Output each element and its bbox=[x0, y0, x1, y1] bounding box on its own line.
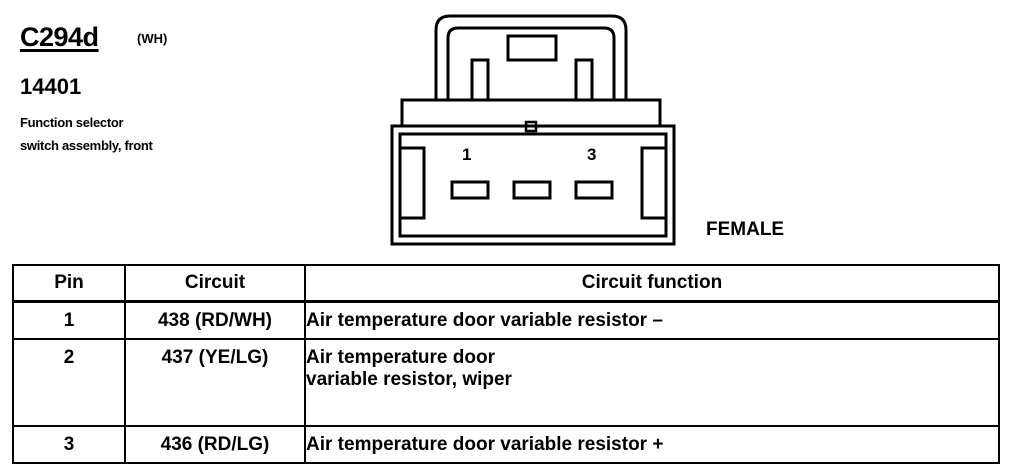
latch-post-left bbox=[470, 58, 490, 100]
connector-id: C294d bbox=[20, 22, 99, 52]
body-shoulder bbox=[400, 98, 662, 126]
header-circuit-function: Circuit function bbox=[304, 264, 1000, 303]
circuit-cell: 436 (RD/LG) bbox=[124, 425, 306, 464]
pin-cell: 1 bbox=[12, 300, 126, 340]
part-number: 14401 bbox=[20, 74, 82, 99]
table-row: 3 436 (RD/LG) Air temperature door varia… bbox=[12, 425, 1000, 464]
pin-cell: 3 bbox=[12, 425, 126, 464]
function-cell: Air temperature door variable resistor – bbox=[304, 300, 1000, 340]
cavity-1 bbox=[450, 180, 490, 200]
function-line: Air temperature door variable resistor + bbox=[306, 434, 664, 455]
rib-right bbox=[640, 146, 668, 220]
latch-inner bbox=[446, 26, 616, 100]
pin-cell: 2 bbox=[12, 338, 126, 427]
connector-color: (WH) bbox=[137, 31, 168, 46]
pinout-table: Pin Circuit Circuit function 1 438 (RD/W… bbox=[12, 264, 1000, 464]
table-row: 2 437 (YE/LG) Air temperature door varia… bbox=[12, 338, 1000, 427]
housing-outer bbox=[390, 124, 676, 246]
circuit-cell: 437 (YE/LG) bbox=[124, 338, 306, 427]
latch-tab bbox=[506, 34, 558, 62]
pin-label-1: 1 bbox=[462, 145, 471, 164]
cavity-3 bbox=[574, 180, 614, 200]
table-row: 1 438 (RD/WH) Air temperature door varia… bbox=[12, 300, 1000, 340]
function-cell: Air temperature door variable resistor, … bbox=[304, 338, 1000, 427]
rib-left bbox=[398, 146, 426, 220]
pin-label-3: 3 bbox=[587, 145, 596, 164]
function-cell: Air temperature door variable resistor + bbox=[304, 425, 1000, 464]
connector-gender: FEMALE bbox=[706, 219, 785, 240]
function-line: variable resistor, wiper bbox=[306, 369, 512, 390]
function-line: Air temperature door bbox=[306, 347, 495, 368]
description-line-2: switch assembly, front bbox=[20, 138, 153, 153]
description-line-1: Function selector bbox=[20, 115, 124, 130]
housing-inner bbox=[398, 132, 668, 238]
connector-face-diagram: 1 3 bbox=[390, 14, 676, 246]
header-circuit: Circuit bbox=[124, 264, 306, 303]
circuit-cell: 438 (RD/WH) bbox=[124, 300, 306, 340]
table-header-row: Pin Circuit Circuit function bbox=[12, 264, 1000, 303]
function-line: Air temperature door variable resistor – bbox=[306, 310, 663, 331]
latch-outer bbox=[434, 14, 628, 100]
keyway-mark bbox=[524, 120, 538, 133]
cavity-2 bbox=[512, 180, 552, 200]
header-pin: Pin bbox=[12, 264, 126, 303]
latch-post-right bbox=[574, 58, 594, 100]
